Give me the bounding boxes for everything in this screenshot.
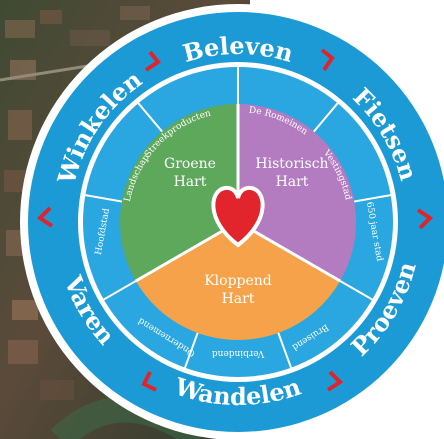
sector-historisch [238,104,357,281]
label-historisch-2: Hart [276,174,309,190]
label-groene-2: Hart [174,174,207,190]
chevron-icon [144,50,161,72]
label-verbindend: Verbindend [212,348,266,358]
chevron-icon [320,48,335,72]
heart-icon [211,185,265,248]
sector-groene [119,104,238,281]
chevron-icon [36,206,54,228]
label-kloppend-1: Kloppend [204,273,272,289]
chevron-icon [141,371,157,392]
chevron-group [36,48,434,392]
label-historisch-1: Historisch [255,156,328,172]
label-groene-1: Groene [164,156,216,172]
core-sectors [119,104,357,341]
label-kloppend-2: Hart [222,291,255,307]
chevron-icon [326,370,344,392]
chevron-icon [416,208,434,230]
